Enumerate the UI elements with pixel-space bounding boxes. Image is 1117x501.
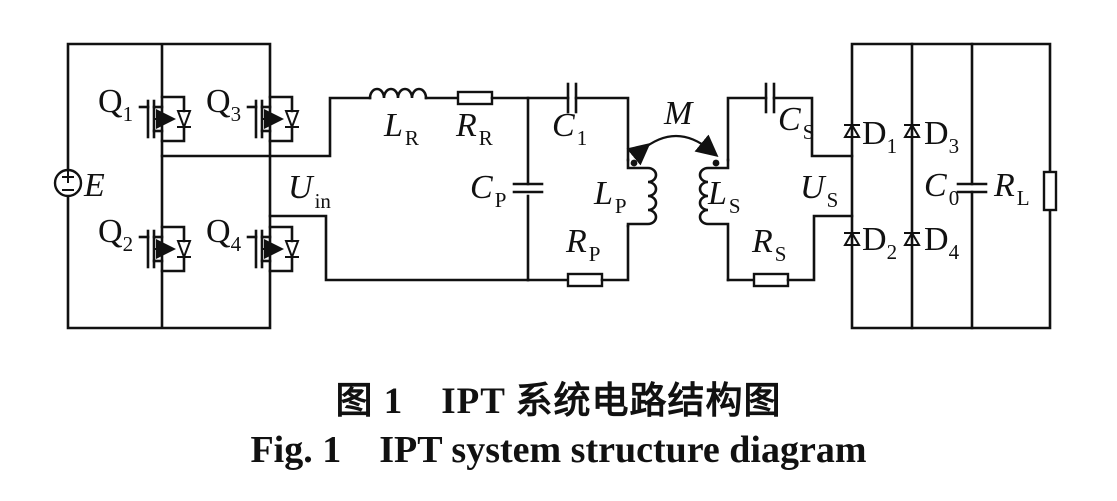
label-ls: LS xyxy=(707,175,741,218)
inverter-rails xyxy=(66,42,272,330)
caption-cn-text: IPT 系统电路结构图 xyxy=(441,381,782,422)
inverter xyxy=(53,42,530,330)
dot-lp xyxy=(630,159,638,167)
label-e: E xyxy=(83,167,105,204)
caption-en-text: IPT system structure diagram xyxy=(379,429,867,471)
resistor-rs xyxy=(752,272,790,288)
resistor-rl xyxy=(1042,170,1058,212)
switch-q4 xyxy=(246,225,300,273)
diode-d2 xyxy=(843,231,861,246)
label-d3: D3 xyxy=(924,115,959,158)
label-d2: D2 xyxy=(862,221,897,264)
resistor-rp xyxy=(566,272,604,288)
label-rs: RS xyxy=(751,223,786,266)
label-q1: Q1 xyxy=(98,83,133,126)
diode-d4 xyxy=(903,231,921,246)
caption-en-number: Fig. 1 xyxy=(250,429,342,471)
mid-leg-right xyxy=(268,214,530,282)
label-d4: D4 xyxy=(924,221,960,264)
inductor-lr xyxy=(368,87,428,100)
label-q2: Q2 xyxy=(98,213,133,256)
caption-chinese: 图 1 IPT 系统电路结构图 xyxy=(0,370,1117,424)
mid-leg-left xyxy=(160,96,372,158)
label-lr: LR xyxy=(383,107,419,150)
rectifier-legs xyxy=(910,42,974,330)
diode-d3 xyxy=(903,123,921,138)
label-cs: CS xyxy=(778,101,814,144)
label-cp: CP xyxy=(470,169,506,212)
switch-q1 xyxy=(138,95,192,143)
rectifier xyxy=(843,42,1058,330)
label-us: US xyxy=(800,169,838,212)
diode-d1 xyxy=(843,123,861,138)
label-m: M xyxy=(663,95,694,132)
label-q3: Q3 xyxy=(206,83,241,126)
mutual-inductance-arrow xyxy=(626,134,719,166)
label-q4: Q4 xyxy=(206,213,242,256)
label-lp: LP xyxy=(593,175,627,218)
label-uin: Uin xyxy=(288,169,331,213)
inductor-lp xyxy=(626,158,658,228)
secondary-network xyxy=(698,82,854,288)
switch-q3 xyxy=(246,95,300,143)
dc-source-e xyxy=(53,168,83,198)
switch-q2 xyxy=(138,225,192,273)
resistor-rr xyxy=(456,90,494,106)
label-c0: C0 xyxy=(924,167,959,210)
label-c1: C1 xyxy=(552,107,587,150)
label-rp: RP xyxy=(565,223,600,266)
label-d1: D1 xyxy=(862,115,897,158)
dot-ls xyxy=(712,159,720,167)
caption-english: Fig. 1 IPT system structure diagram xyxy=(0,428,1117,472)
ipt-circuit-diagram: E Q1 Q3 Q2 Q4 Uin LR RR C1 CP RP LP M LS… xyxy=(53,42,1058,330)
primary-network xyxy=(368,82,658,288)
inductor-ls xyxy=(698,158,730,282)
caption-cn-number: 图 1 xyxy=(335,381,404,422)
label-rl: RL xyxy=(993,167,1030,210)
label-rr: RR xyxy=(455,107,493,150)
